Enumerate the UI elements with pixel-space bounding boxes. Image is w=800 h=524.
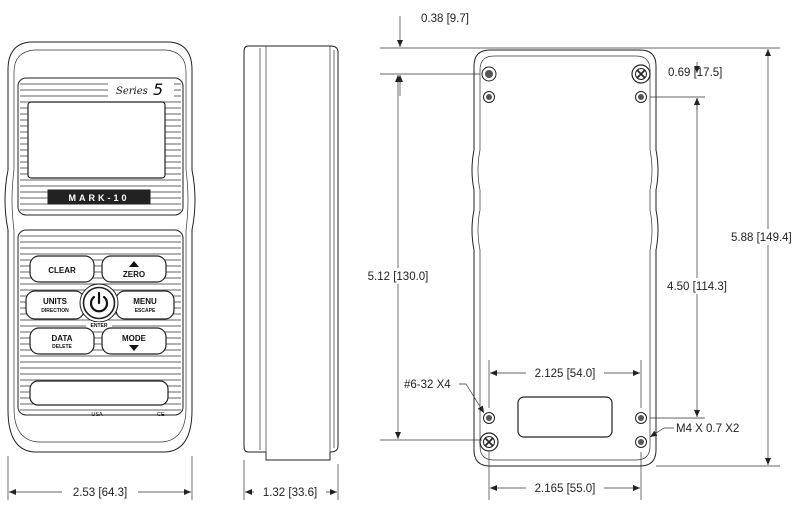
hole-offset-dimension: 0.69 [17.5]: [668, 67, 722, 79]
series-label: Series: [116, 86, 148, 97]
back-view: 0.38 [9.7] 5.12 [130.0] 0.69 [17.5] 4.50…: [360, 13, 800, 500]
back-housing-outline: [471, 49, 659, 467]
series-label-backdrop: [108, 80, 174, 98]
svg-text:ESCAPE: ESCAPE: [135, 308, 156, 314]
top-offset-dimension: 0.38 [9.7]: [421, 13, 469, 25]
screw-lower-left: [483, 412, 495, 424]
units-button[interactable]: UNITS DIRECTION: [25, 290, 85, 320]
keypad-panel: [17, 229, 184, 416]
ce-mark: CE: [157, 412, 165, 418]
back-label-window: [517, 396, 613, 438]
svg-text:UNITS: UNITS: [43, 297, 68, 306]
screw-callout: #6-32 X4: [404, 379, 451, 391]
brand-plate: [47, 189, 151, 205]
mount-hole-bottom-left: [479, 432, 499, 452]
front-housing-outline: [4, 41, 196, 453]
svg-text:ZERO: ZERO: [123, 270, 145, 279]
svg-text:CLEAR: CLEAR: [48, 266, 76, 275]
svg-text:ENTER: ENTER: [91, 323, 108, 329]
origin-label: USA: [91, 412, 103, 418]
menu-button[interactable]: MENU ESCAPE: [115, 290, 175, 320]
side-housing-outline: [243, 45, 339, 461]
outer-width-dimension: 2.165 [55.0]: [535, 483, 596, 495]
triangle-down-icon: [129, 345, 139, 351]
back-inner-outline: [477, 55, 653, 461]
brand-logo: MARK-10: [68, 193, 129, 203]
front-view: Series 5 MARK-10: [4, 41, 196, 500]
overall-height-dimension: 5.88 [149.4]: [731, 232, 792, 244]
svg-text:MODE: MODE: [122, 334, 147, 343]
series-number: 5: [153, 80, 163, 99]
svg-text:DIRECTION: DIRECTION: [41, 308, 69, 314]
mode-button[interactable]: MODE: [101, 327, 167, 355]
side-view: 1.32 [33.6]: [243, 45, 339, 500]
screw-top-left: [481, 66, 497, 82]
front-bezel-outline: [11, 49, 189, 443]
clear-button[interactable]: CLEAR: [29, 255, 95, 283]
display-panel: [17, 77, 184, 216]
triangle-up-icon: [129, 261, 139, 267]
screw-bottom-right: [635, 436, 647, 448]
lcd-screen: [27, 101, 166, 179]
svg-text:MENU: MENU: [133, 297, 157, 306]
hole-height-dimension: 5.12 [130.0]: [368, 271, 429, 283]
zero-button[interactable]: ZERO: [101, 255, 167, 283]
phillips-icon: [636, 69, 646, 79]
inner-height-dimension: 4.50 [114.3]: [667, 281, 727, 293]
svg-text:DATA: DATA: [51, 334, 72, 343]
power-enter-button[interactable]: ENTER: [79, 283, 119, 329]
data-button[interactable]: DATA DELETE: [29, 327, 95, 355]
screw-upper-right: [635, 91, 647, 103]
side-depth-dimension: 1.32 [33.6]: [263, 487, 317, 499]
screw-upper-left: [483, 91, 495, 103]
mount-callout: M4 X 0.7 X2: [676, 423, 739, 435]
inner-width-dimension: 2.125 [54.0]: [535, 368, 596, 380]
svg-text:DELETE: DELETE: [52, 344, 72, 350]
screw-lower-right: [635, 412, 647, 424]
label-window: [29, 380, 169, 406]
power-icon: [89, 291, 109, 313]
front-width-dimension: 2.53 [64.3]: [73, 487, 127, 499]
phillips-icon: [484, 437, 494, 447]
mount-hole-top-right: [631, 64, 651, 84]
